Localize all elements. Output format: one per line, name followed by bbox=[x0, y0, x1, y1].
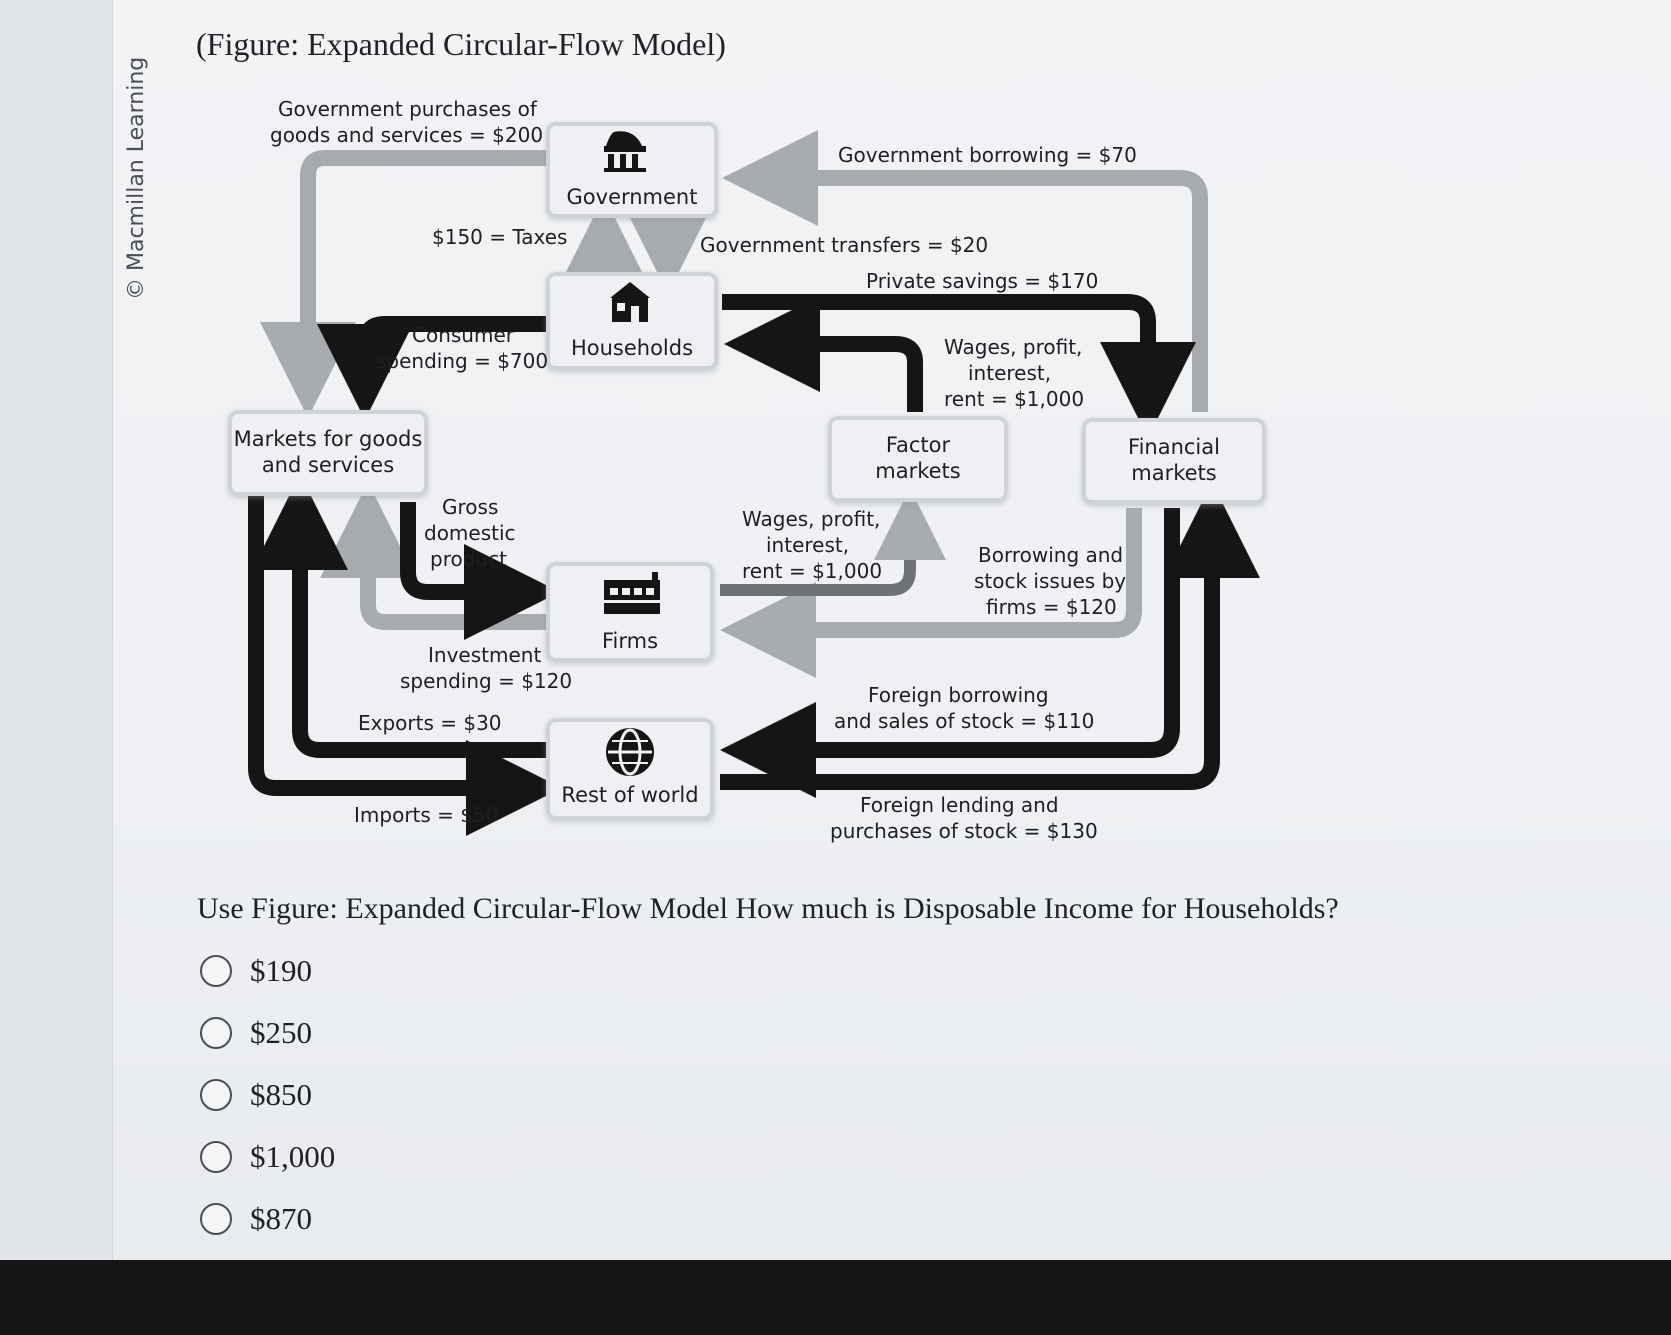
wages-bottom-label-3: rent = $1,000 bbox=[742, 559, 882, 583]
wages-top-label-2: interest, bbox=[968, 361, 1051, 385]
wages-top-flow bbox=[724, 296, 923, 412]
borrowing-firms-label-1: Borrowing and bbox=[978, 543, 1123, 567]
figure-title: (Figure: Expanded Circular-Flow Model) bbox=[196, 26, 726, 62]
imports-flow bbox=[248, 496, 562, 836]
globe-icon bbox=[606, 728, 654, 776]
consumer-spending-label-1: Consumer bbox=[412, 323, 515, 347]
government-label: Government bbox=[567, 185, 698, 209]
factory-icon bbox=[604, 572, 660, 614]
answer-options: $190 $250 $850 $1,000 $870 bbox=[200, 952, 335, 1262]
households-label: Households bbox=[571, 336, 693, 360]
factor-label-2: markets bbox=[875, 459, 960, 483]
house-icon bbox=[610, 282, 650, 322]
financial-markets-box bbox=[1082, 418, 1266, 504]
radio-button[interactable] bbox=[200, 1017, 232, 1049]
gdp-label-1: Gross bbox=[442, 495, 498, 519]
taxes-label: $150 = Taxes bbox=[432, 225, 567, 249]
investment-label-1: Investment bbox=[428, 643, 541, 667]
monitor-bezel bbox=[0, 1260, 1671, 1335]
gov-borrowing-label: Government borrowing = $70 bbox=[838, 143, 1137, 167]
gdp-flow bbox=[400, 502, 560, 640]
option-label: $190 bbox=[250, 953, 312, 988]
firms-label: Firms bbox=[602, 629, 658, 653]
radio-button[interactable] bbox=[200, 1141, 232, 1173]
borrowing-firms-label-2: stock issues by bbox=[974, 569, 1126, 593]
option-2[interactable]: $250 bbox=[200, 1014, 335, 1052]
borrowing-firms-flow bbox=[720, 508, 1142, 678]
foreign-lending-label-2: purchases of stock = $130 bbox=[830, 819, 1098, 843]
gdp-label-2: domestic bbox=[424, 521, 516, 545]
radio-button[interactable] bbox=[200, 955, 232, 987]
option-1[interactable]: $190 bbox=[200, 952, 335, 990]
gov-transfers-label: Government transfers = $20 bbox=[700, 233, 988, 257]
financial-label-2: markets bbox=[1131, 461, 1216, 485]
wages-bottom-flow bbox=[720, 488, 946, 596]
consumer-spending-flow bbox=[317, 316, 548, 420]
markets-label-1: Markets for goods bbox=[234, 427, 423, 451]
option-3[interactable]: $850 bbox=[200, 1076, 335, 1114]
government-building-icon bbox=[604, 131, 646, 172]
option-4[interactable]: $1,000 bbox=[200, 1138, 335, 1176]
option-label: $870 bbox=[250, 1201, 312, 1236]
question-text: Use Figure: Expanded Circular-Flow Model… bbox=[197, 892, 1339, 925]
wages-bottom-label-1: Wages, profit, bbox=[742, 507, 880, 531]
markets-box bbox=[228, 410, 428, 496]
option-label: $1,000 bbox=[250, 1139, 336, 1174]
left-margin-strip bbox=[0, 0, 113, 1295]
foreign-borrowing-label-1: Foreign borrowing bbox=[868, 683, 1049, 707]
exports-label: Exports = $30 bbox=[358, 711, 502, 735]
investment-label-2: spending = $120 bbox=[400, 669, 572, 693]
factor-markets-box bbox=[828, 416, 1008, 502]
wages-bottom-label-2: interest, bbox=[766, 533, 849, 557]
exports-flow bbox=[252, 474, 546, 758]
rest-of-world-label: Rest of world bbox=[561, 783, 698, 807]
foreign-borrowing-flow bbox=[720, 508, 1180, 798]
factor-label-1: Factor bbox=[886, 433, 951, 457]
foreign-lending-label-1: Foreign lending and bbox=[860, 793, 1059, 817]
gdp-label-3: product bbox=[430, 547, 507, 571]
gov-purchases-flow bbox=[260, 150, 548, 418]
screen-background bbox=[0, 0, 1671, 1295]
imports-label: Imports = $50 bbox=[354, 803, 498, 827]
option-label: $850 bbox=[250, 1077, 312, 1112]
borrowing-firms-label-3: firms = $120 bbox=[986, 595, 1117, 619]
private-savings-label: Private savings = $170 bbox=[866, 269, 1098, 293]
foreign-lending-flow bbox=[720, 482, 1260, 790]
option-label: $250 bbox=[250, 1015, 312, 1050]
gov-purchases-label-1: Government purchases of bbox=[278, 97, 538, 121]
investment-flow bbox=[320, 482, 546, 630]
wages-top-label-1: Wages, profit, bbox=[944, 335, 1082, 359]
wages-top-label-3: rent = $1,000 bbox=[944, 387, 1084, 411]
private-savings-flow bbox=[722, 294, 1196, 438]
markets-label-2: and services bbox=[262, 453, 394, 477]
gov-borrowing-flow bbox=[722, 130, 1208, 412]
foreign-borrowing-label-2: and sales of stock = $110 bbox=[834, 709, 1094, 733]
consumer-spending-label-2: spending = $700 bbox=[376, 349, 548, 373]
financial-label-1: Financial bbox=[1128, 435, 1220, 459]
radio-button[interactable] bbox=[200, 1203, 232, 1235]
option-5[interactable]: $870 bbox=[200, 1200, 335, 1238]
radio-button[interactable] bbox=[200, 1079, 232, 1111]
gov-purchases-label-2: goods and services = $200 bbox=[270, 123, 543, 147]
